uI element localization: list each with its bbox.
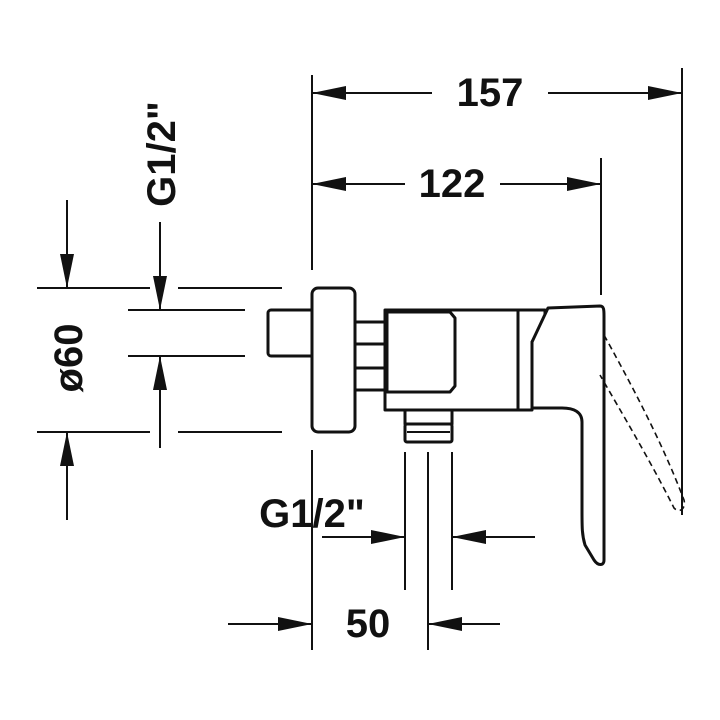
arrow-head [312,177,346,191]
dimension-body-width: 122 [312,158,602,295]
outlet-offset-label: 50 [346,602,391,646]
arrow-head [648,86,682,100]
arrow-head [278,617,312,631]
valve-cover [385,310,457,394]
arrow-head [371,530,405,544]
arrow-head [452,530,486,544]
rosette-diameter-label: ø60 [47,324,91,393]
arrow-head [60,432,74,466]
overall-width-label: 157 [457,71,524,115]
lever-handle [530,304,606,566]
dimension-outlet-offset: 50 [228,450,500,650]
body-width-label: 122 [419,162,486,206]
wall-connector [266,308,316,358]
arrow-head [153,356,167,390]
wall-rosette [310,286,357,434]
connecting-nut-top [353,320,387,346]
dimension-inlet-thread: G1/2" [128,101,245,448]
arrow-head [567,177,601,191]
inlet-thread-label: G1/2" [140,101,184,207]
faucet-body [266,286,686,566]
arrow-head [312,86,346,100]
lever-alternate-position [599,334,686,512]
connecting-nut-bottom [353,366,387,392]
dimension-outlet-thread: G1/2" [259,452,535,590]
dimension-rosette-diameter: ø60 [37,200,282,520]
arrow-head [60,254,74,288]
arrow-head [153,276,167,310]
dimension-overall-width: 157 [311,68,683,515]
connecting-nut-middle [353,342,387,370]
arrow-head [428,617,462,631]
outlet-nut [403,408,454,426]
